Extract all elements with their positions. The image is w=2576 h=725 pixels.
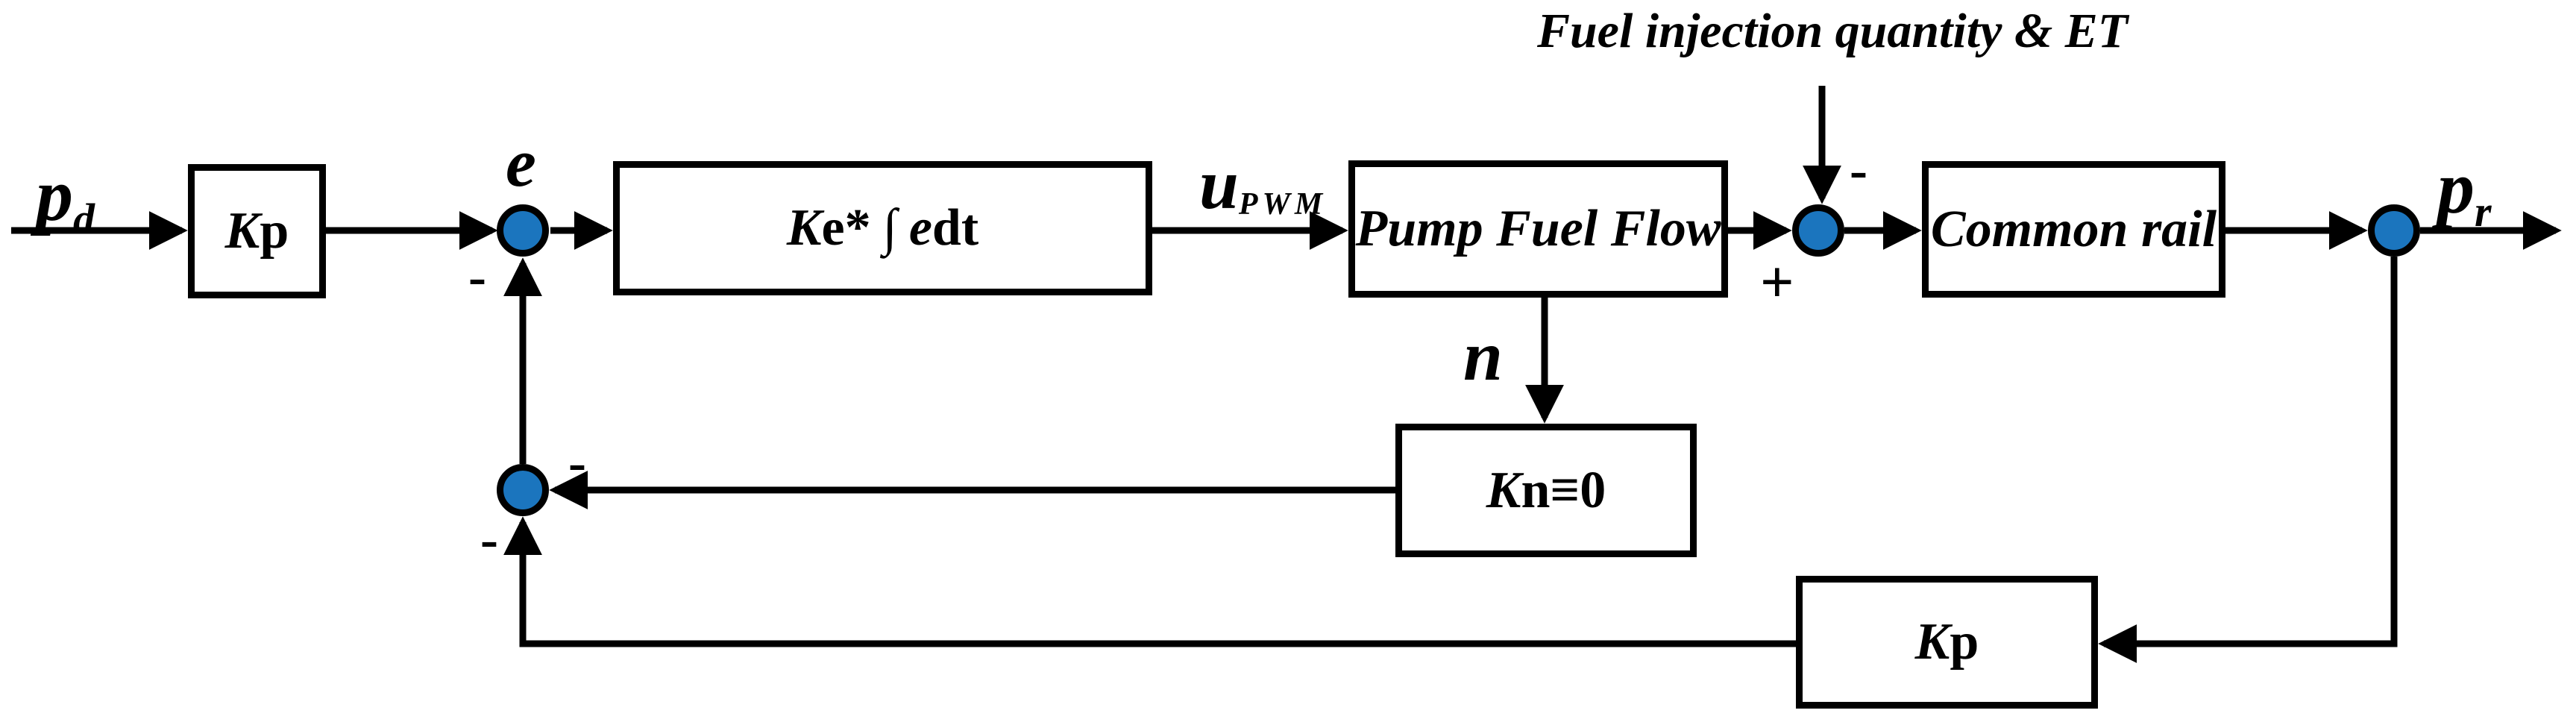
block-kp-forward-label-k: K (224, 202, 260, 260)
block-kp-feedback-label-p: p (1950, 613, 1979, 671)
summing-junction-feedback (497, 464, 549, 516)
label-pr-sub: r (2475, 187, 2492, 236)
summing-junction-error (497, 204, 549, 257)
sign-junction1-minus: - (468, 247, 486, 307)
block-integrator-k: K (786, 199, 822, 257)
block-pump-fuel-flow: Pump Fuel Flow (1348, 160, 1728, 298)
block-integrator-e: e (908, 199, 932, 257)
label-pd-base: p (36, 154, 73, 236)
wire-kpfeedback-to-junction4 (503, 516, 1796, 647)
block-integrator-estar: e* (821, 199, 871, 257)
block-kp-forward-label-p: p (260, 202, 289, 260)
label-upwm: uPWM (1199, 149, 1328, 222)
label-upwm-base: u (1199, 145, 1239, 224)
label-error-e: e (506, 125, 536, 201)
integral-symbol: ∫ (882, 199, 897, 257)
wire-junction3-to-kpfeedback (2098, 257, 2398, 663)
sign-junction2-minus: - (1850, 140, 1867, 200)
sign-junction4-right-minus: - (568, 433, 586, 492)
label-pr-base: p (2437, 146, 2475, 229)
block-integrator-dt: dt (932, 199, 979, 257)
label-speed-n: n (1463, 316, 1503, 395)
summing-junction-disturbance (1792, 204, 1844, 257)
label-pd: pd (36, 158, 95, 241)
sign-junction2-plus: + (1760, 250, 1794, 316)
block-kn-label-k: K (1486, 461, 1521, 519)
label-pr: pr (2437, 151, 2492, 233)
pickoff-node-output (2368, 204, 2420, 257)
label-upwm-sub: PWM (1238, 187, 1328, 222)
block-pump-fuel-flow-label: Pump Fuel Flow (1355, 200, 1721, 257)
block-kp-feedback-label-k: K (1914, 613, 1950, 671)
label-pd-sub: d (73, 195, 95, 243)
label-disturbance-title: Fuel injection quantity & ET (1536, 4, 2129, 58)
block-kn-label-rest: n≡0 (1521, 461, 1606, 519)
block-common-rail: Common rail (1922, 161, 2225, 298)
sign-junction4-bottom-minus: - (480, 509, 498, 569)
block-common-rail-label: Common rail (1930, 200, 2217, 258)
